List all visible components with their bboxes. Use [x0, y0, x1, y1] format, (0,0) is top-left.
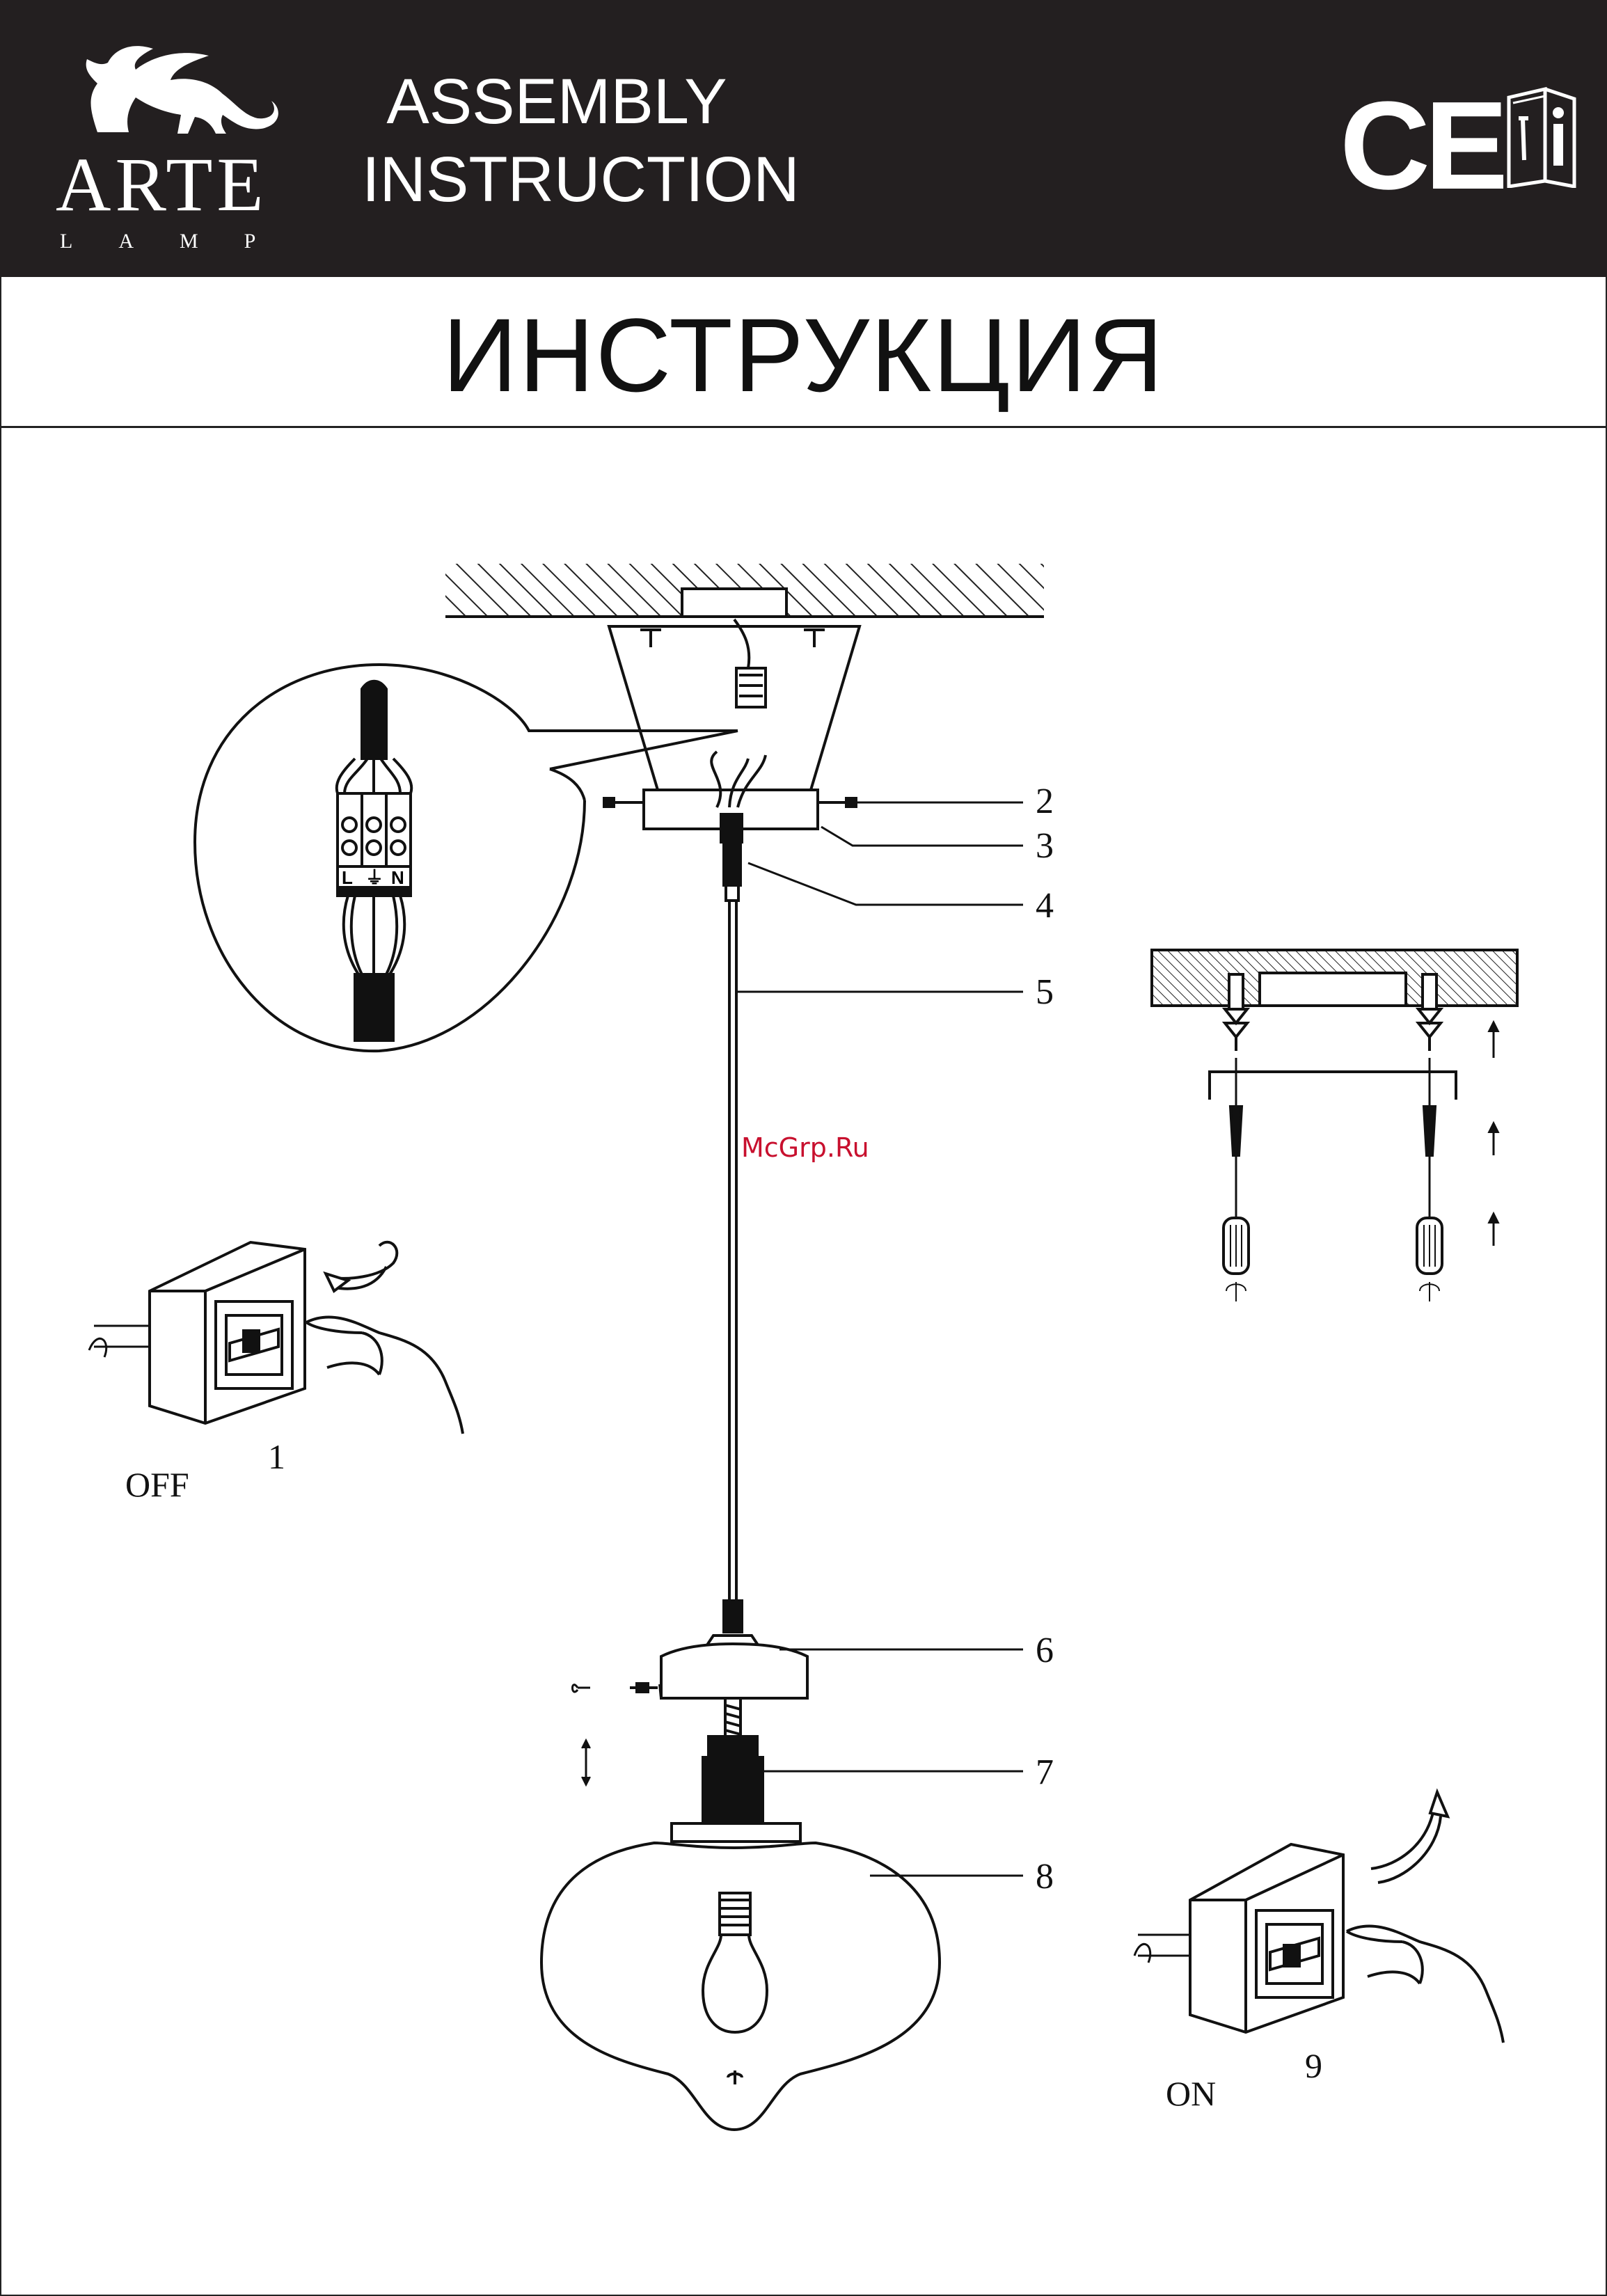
callout-6: 6 [1036, 1631, 1054, 1670]
callout-8: 8 [1036, 1857, 1054, 1897]
suspension-cable [729, 901, 736, 1601]
step-on-number: 9 [1305, 2046, 1322, 2085]
cord-grip [721, 814, 742, 901]
ceiling-canopy [609, 619, 860, 790]
callout-numbers: 2 3 4 5 6 7 8 [1036, 782, 1054, 1897]
callout-3: 3 [1036, 826, 1054, 866]
wiring-label-live: L [342, 867, 353, 888]
switch-on [1134, 1792, 1503, 2043]
step-on-label: ON [1166, 2074, 1216, 2113]
ceiling [445, 564, 1044, 617]
step-off-number: 1 [268, 1437, 285, 1476]
watermark-text: McGrp.Ru [741, 1132, 869, 1163]
glass-shade [541, 1823, 940, 2130]
step-off-label: OFF [125, 1465, 189, 1504]
lower-canopy [630, 1601, 807, 1740]
wiring-label-neutral: N [391, 867, 404, 888]
callout-leaders [738, 802, 1023, 1876]
callout-7: 7 [1036, 1752, 1054, 1792]
callout-4: 4 [1036, 886, 1054, 926]
switch-off [89, 1242, 463, 1434]
lamp-holder [703, 1736, 763, 1823]
wiring-terminal-labels: L ⏚ N [342, 867, 404, 888]
wiring-detail [195, 665, 738, 1051]
callout-5: 5 [1036, 972, 1054, 1012]
callout-2: 2 [1036, 782, 1054, 821]
fixing-detail [1152, 950, 1517, 1301]
wiring-label-earth: ⏚ [365, 867, 383, 888]
